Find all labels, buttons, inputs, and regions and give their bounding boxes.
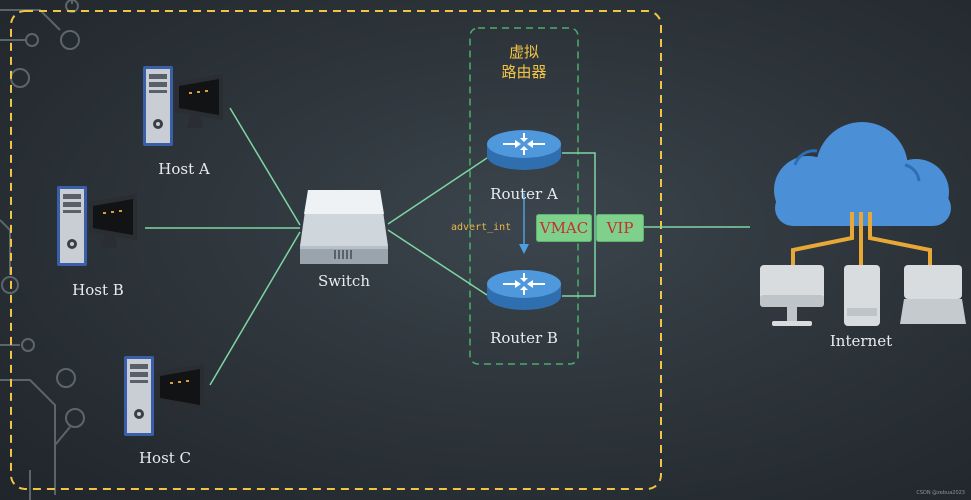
link-switch-router-b <box>387 229 488 296</box>
lan-boundary <box>10 10 662 490</box>
advert-int-label: advert_int <box>451 222 512 233</box>
cloud-conduits <box>791 212 932 266</box>
link-host-a-switch <box>229 107 301 226</box>
advert-arrow <box>519 193 529 254</box>
switch-label: Switch <box>317 272 371 290</box>
host-a-icon <box>143 66 223 146</box>
router-b-icon <box>486 269 562 311</box>
credit-text: CSDN @zebua2023 <box>916 490 965 496</box>
router-a-icon <box>486 129 562 171</box>
virtual-router-boundary <box>469 27 579 365</box>
host-c-icon <box>124 356 204 436</box>
virtual-router-title: 虚拟 路由器 <box>501 43 547 81</box>
host-b-icon <box>57 186 137 266</box>
link-host-c-switch <box>209 231 301 386</box>
router-b-label: Router B <box>490 329 558 347</box>
link-router-a-vip <box>562 152 596 297</box>
host-c-label: Host C <box>138 449 192 467</box>
vip-tag: VIP <box>596 214 644 242</box>
host-b-label: Host B <box>72 281 124 299</box>
vmac-tag: VMAC <box>536 214 592 242</box>
internet-computers <box>760 265 966 326</box>
switch-icon <box>300 190 388 264</box>
cloud-icon <box>774 122 951 226</box>
router-a-label: Router A <box>490 185 558 203</box>
network-links <box>145 107 750 386</box>
host-a-label: Host A <box>158 160 210 178</box>
link-switch-router-a <box>387 157 488 225</box>
internet-label: Internet <box>829 332 893 350</box>
